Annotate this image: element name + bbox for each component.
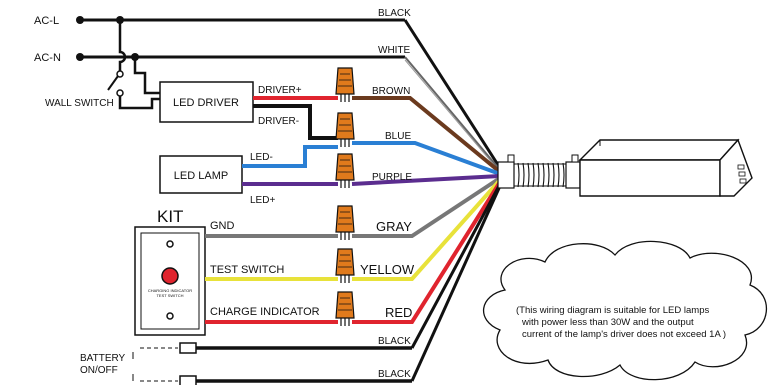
kit-test-button — [161, 267, 179, 285]
note-cloud — [482, 240, 767, 381]
neutral-to-driver-wire — [133, 57, 160, 95]
converging-wires — [351, 19, 502, 382]
wire-nut-gnd — [335, 205, 355, 240]
kit-screw-bottom — [166, 312, 174, 320]
wire-white — [404, 56, 501, 171]
emergency-driver-module — [497, 138, 753, 197]
wall-switch-lever — [107, 75, 119, 91]
wire-white-2 — [404, 59, 501, 173]
wire-black-battery-2 — [410, 185, 502, 382]
wire-label-red: RED — [385, 305, 412, 320]
module-front-face — [579, 159, 721, 197]
wall-switch-contact-bottom — [116, 89, 124, 97]
led-driver-label: LED DRIVER — [173, 97, 239, 109]
conduit-fitting-left — [497, 161, 515, 189]
wire-label-gray: GRAY — [376, 219, 412, 234]
wire-blue — [352, 141, 501, 176]
wire-purple — [351, 174, 501, 186]
led-plus-label: LED+ — [250, 195, 275, 206]
wire-nut-driver-plus — [335, 67, 355, 102]
test-switch-label: TEST SWITCH — [210, 264, 284, 276]
driver-plus-label: DRIVER+ — [258, 85, 302, 96]
wire-label-purple: PURPLE — [372, 172, 412, 183]
ac-n-label: AC-N — [34, 52, 61, 64]
ac-input-lines — [76, 16, 405, 110]
battery-label-line1: BATTERY — [80, 353, 126, 364]
module-end-port-2 — [738, 171, 746, 177]
wall-switch-contact-top — [116, 70, 124, 78]
gnd-label: GND — [210, 220, 235, 232]
ac-l-drop-wire — [118, 20, 127, 72]
note-line-2: with power less than 30W and the output — [521, 317, 694, 328]
driver-minus-label: DRIVER- — [258, 116, 299, 127]
wire-nut-test-switch — [335, 248, 355, 283]
kit-screw-top — [166, 240, 174, 248]
wire-label-yellow: YELLOW — [360, 262, 415, 277]
kit-panel-text-2: TEST SWITCH — [156, 293, 183, 298]
wire-brown — [352, 96, 502, 174]
wire-label-black-top: BLACK — [378, 8, 411, 19]
wire-label-black-1: BLACK — [378, 336, 411, 347]
module-end-port-3 — [739, 178, 747, 184]
wire-yellow — [352, 178, 502, 281]
led-minus-label: LED- — [250, 152, 273, 163]
wire-nut-led-plus — [335, 153, 355, 188]
driver-minus-wire-black — [253, 104, 338, 140]
wire-nut-connectors — [335, 67, 355, 326]
flex-conduit — [514, 162, 566, 188]
charge-indicator-label: CHARGE INDICATOR — [210, 306, 320, 318]
battery-plug-1 — [179, 342, 197, 354]
wire-label-blue: BLUE — [385, 131, 411, 142]
wire-label-brown: BROWN — [372, 86, 410, 97]
lamp-minus-wire-blue — [242, 145, 338, 168]
led-driver-box — [159, 81, 254, 123]
note-line-1: (This wiring diagram is suitable for LED… — [516, 305, 709, 316]
battery-plug-2 — [179, 375, 197, 385]
ac-l-label: AC-L — [34, 15, 59, 27]
switched-live-wire — [118, 96, 160, 110]
wire-label-black-2: BLACK — [378, 369, 411, 380]
conduit-fitting-right-tab — [571, 154, 579, 163]
kit-title: KIT — [157, 207, 183, 226]
conduit-fitting-right — [565, 161, 581, 189]
led-lamp-label: LED LAMP — [174, 170, 228, 182]
wire-gray — [352, 176, 502, 238]
conduit-fitting-tab — [507, 154, 515, 163]
wire-black-top — [403, 19, 502, 169]
note-line-3: current of the lamp's driver does not ex… — [522, 329, 726, 340]
wall-switch-label: WALL SWITCH — [45, 98, 114, 109]
kit-panel-text-1: CHARGING INDICATOR — [148, 288, 192, 293]
wire-nut-driver-minus — [335, 112, 355, 147]
module-top-face — [578, 139, 740, 161]
battery-label-line2: ON/OFF — [80, 365, 118, 376]
led-lamp-box — [159, 155, 243, 194]
wire-label-white: WHITE — [378, 45, 411, 56]
module-end-port-1 — [737, 164, 745, 170]
wire-nut-charge-indicator — [335, 291, 355, 326]
wire-black-battery-1 — [410, 183, 502, 349]
wire-red — [352, 180, 502, 324]
